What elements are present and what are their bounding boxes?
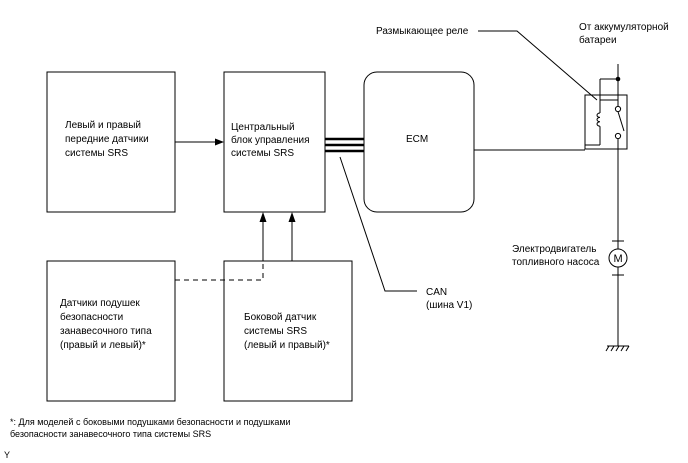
curtain-sensors-block (46, 260, 176, 402)
ecm-block (363, 71, 475, 213)
corner-mark: Y (4, 450, 10, 460)
battery-label: От аккумуляторной батареи (579, 22, 672, 46)
can-leader-line (339, 156, 417, 292)
curtain-to-center-dashed-line (175, 261, 264, 281)
relay-coil-icon (585, 99, 618, 146)
cut-relay-box (584, 94, 628, 150)
center-srs-unit-label: Центральный блок управления системы SRS (231, 122, 312, 159)
side-sensor-block (223, 260, 353, 402)
ground-icon (605, 345, 630, 352)
side-to-center-arrowhead-1 (259, 212, 267, 222)
relay-callout-line (478, 30, 598, 101)
motor-symbol-label: M (614, 253, 623, 265)
front-sensors-label: Левый и правый передние датчики системы … (65, 120, 151, 159)
relay-contact-icon (614, 105, 625, 140)
srs-ecm-bus (325, 137, 364, 153)
side-to-center-arrowhead-2 (288, 212, 296, 222)
side-sensor-label: Боковой датчик системы SRS (левый и прав… (244, 312, 330, 351)
can-label: CAN (шина V1) (426, 287, 472, 311)
relay-label: Размыкающее реле (376, 26, 469, 37)
curtain-sensors-label: Датчики подушек безопасности занавесочно… (60, 298, 154, 351)
footnote: *: Для моделей с боковыми подушками безо… (10, 417, 293, 439)
front-to-center-arrowhead (215, 138, 224, 146)
fuel-pump-label: Электродвигатель топливного насоса (512, 244, 600, 268)
ecm-label: ECM (406, 134, 428, 145)
